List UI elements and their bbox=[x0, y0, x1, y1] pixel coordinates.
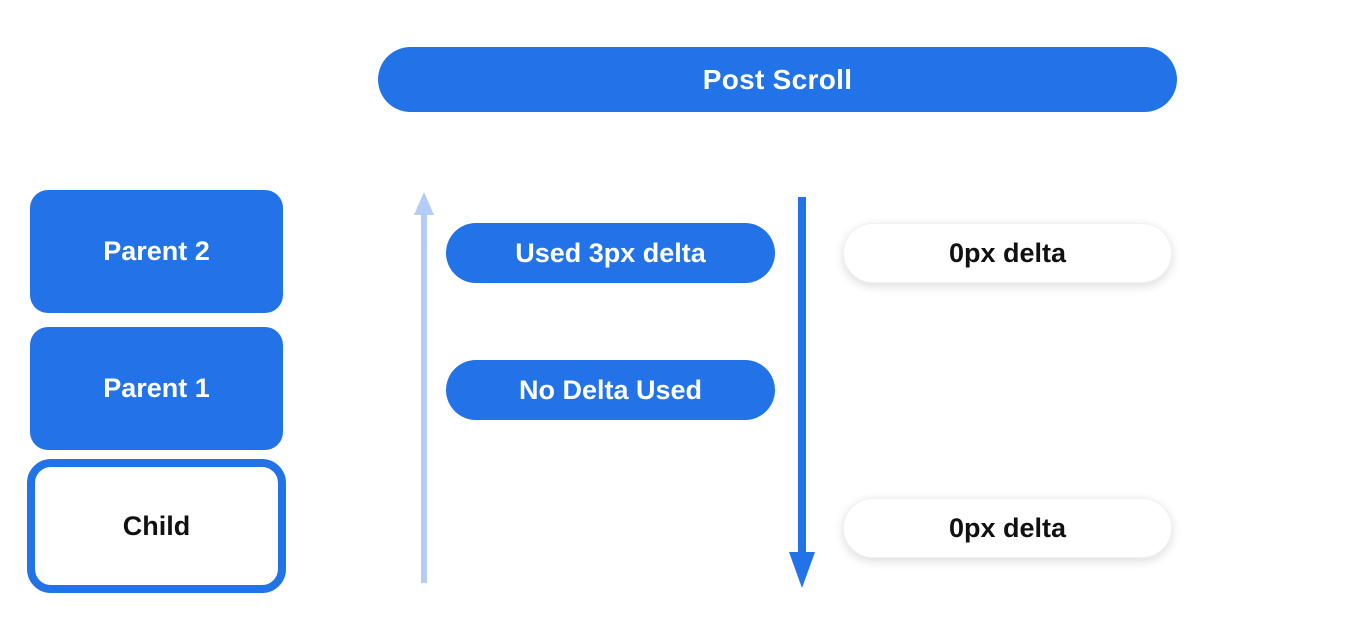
down-arrow-icon bbox=[789, 197, 815, 588]
post-scroll-header-pill: Post Scroll bbox=[378, 47, 1177, 112]
used-3px-delta-pill: Used 3px delta bbox=[446, 223, 775, 283]
up-arrow-icon bbox=[414, 192, 434, 583]
post-scroll-header-label: Post Scroll bbox=[702, 63, 853, 95]
parent-2-label: Parent 2 bbox=[103, 236, 210, 266]
used-3px-delta-label: Used 3px delta bbox=[515, 237, 706, 268]
parent-2-box: Parent 2 bbox=[30, 190, 283, 313]
zero-delta-top-pill: 0px delta bbox=[843, 223, 1172, 283]
child-label: Child bbox=[122, 510, 191, 541]
child-box: Child bbox=[27, 459, 286, 593]
zero-delta-bottom-pill: 0px delta bbox=[843, 498, 1172, 558]
no-delta-used-label: No Delta Used bbox=[518, 374, 703, 405]
zero-delta-top-label: 0px delta bbox=[948, 237, 1067, 268]
no-delta-used-pill: No Delta Used bbox=[446, 360, 775, 420]
zero-delta-bottom-label: 0px delta bbox=[948, 512, 1067, 543]
parent-1-label: Parent 1 bbox=[103, 373, 210, 403]
parent-1-box: Parent 1 bbox=[30, 327, 283, 450]
